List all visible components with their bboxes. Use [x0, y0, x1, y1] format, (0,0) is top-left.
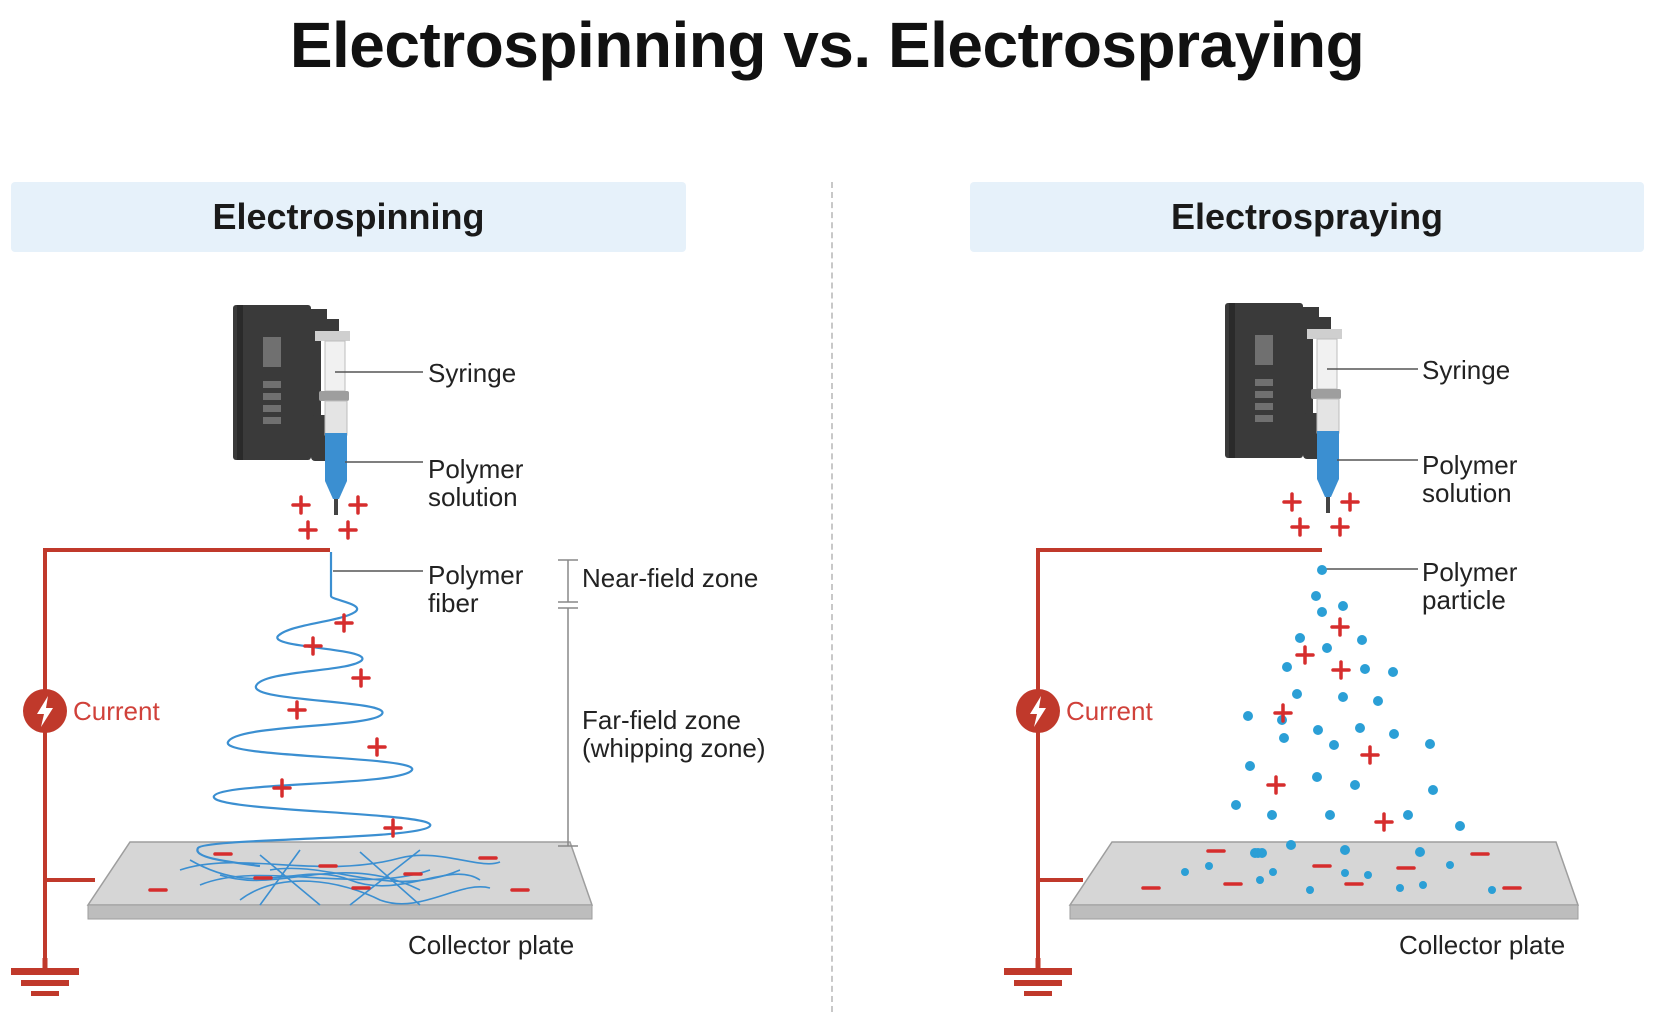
polymer-particle-label-1: Polymer: [1422, 557, 1518, 587]
panel-divider: [831, 182, 833, 1012]
far-field-label-2: (whipping zone): [582, 733, 766, 763]
page-title: Electrospinning vs. Electrospraying: [289, 9, 1365, 81]
fiber-mat: [179, 849, 501, 906]
collector-plate: [1068, 841, 1580, 906]
current-label: Current: [1066, 696, 1153, 726]
electrospraying-panel: Syringe Polymer solution Polymer particl…: [1004, 302, 1580, 996]
polymer-solution-label-2: solution: [428, 482, 518, 512]
ground-icon: [11, 958, 79, 996]
syringe-label: Syringe: [1422, 355, 1510, 385]
polymer-particles: [1231, 565, 1465, 858]
polymer-fiber-label-1: Polymer: [428, 560, 524, 590]
polymer-fiber-label-2: fiber: [428, 588, 479, 618]
electrospinning-header: Electrospinning: [11, 182, 686, 252]
current-label: Current: [73, 696, 160, 726]
polymer-solution-label-1: Polymer: [428, 454, 524, 484]
polymer-fiber: [196, 552, 432, 868]
lightning-icon: [1016, 689, 1060, 733]
syringe-pump-icon: [232, 304, 351, 516]
syringe-pump-icon: [1224, 302, 1343, 514]
ground-icon: [1004, 958, 1072, 996]
collector-plate-label: Collector plate: [408, 930, 574, 960]
far-field-label-1: Far-field zone: [582, 705, 741, 735]
lightning-icon: [23, 689, 67, 733]
collector-plate-label: Collector plate: [1399, 930, 1565, 960]
syringe-label: Syringe: [428, 358, 516, 388]
electrospinning-panel: Syringe Polymer solution Polymer fiber N…: [11, 304, 766, 996]
near-field-label: Near-field zone: [582, 563, 758, 593]
electrospraying-header: Electrospraying: [970, 182, 1644, 252]
polymer-solution-label-1: Polymer: [1422, 450, 1518, 480]
zone-brackets: [558, 559, 578, 847]
polymer-solution-label-2: solution: [1422, 478, 1512, 508]
polymer-particle-label-2: particle: [1422, 585, 1506, 615]
